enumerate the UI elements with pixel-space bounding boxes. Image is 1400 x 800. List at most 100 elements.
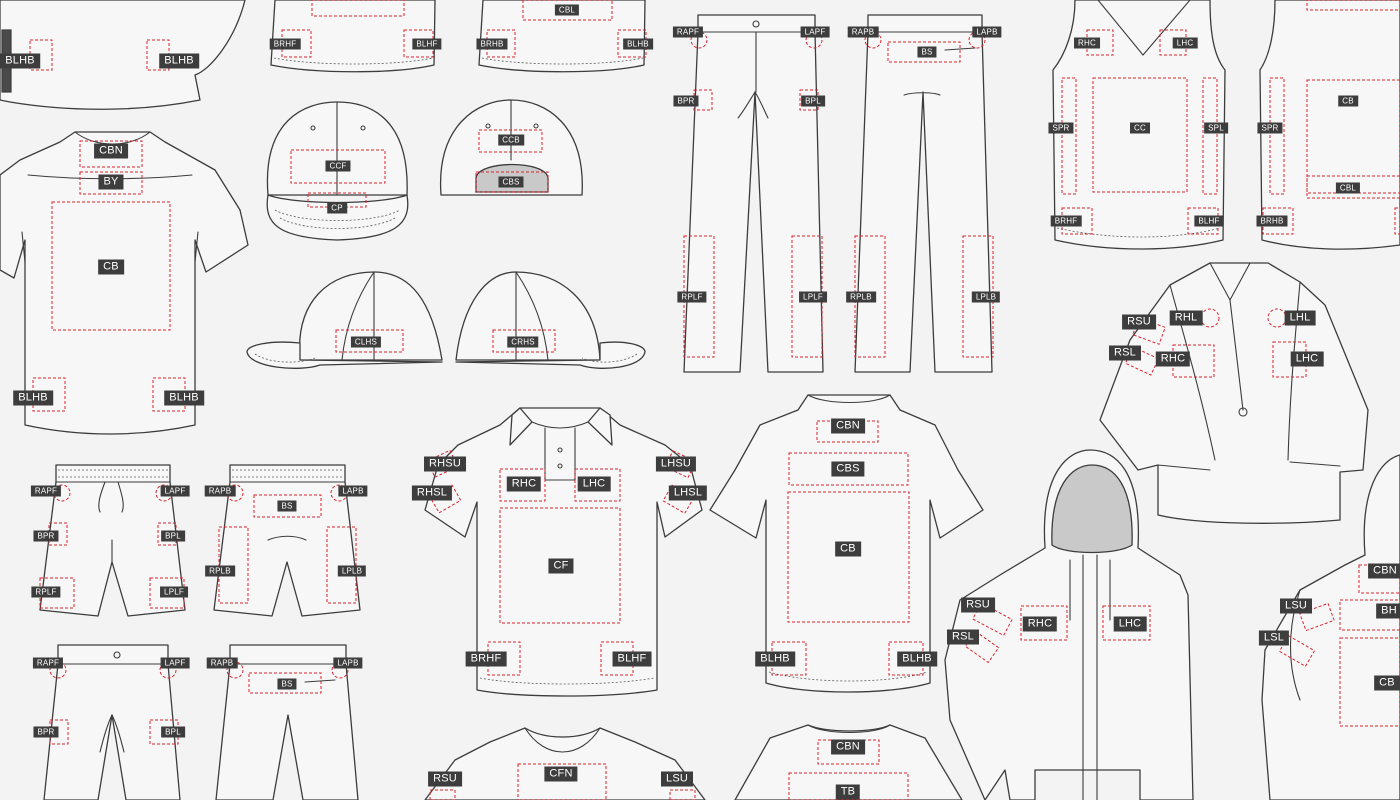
label-rapf: RAPF	[32, 657, 64, 669]
label-rapf: RAPF	[30, 485, 62, 497]
label-lhl: LHL	[1284, 310, 1316, 326]
label-blhb: BLHB	[897, 651, 937, 667]
shorts-front-illustration	[39, 464, 186, 617]
label-rsl: RSL	[947, 629, 979, 645]
label-crhs: CRHS	[507, 336, 539, 348]
cap-front-illustration	[266, 101, 409, 241]
label-rsu: RSU	[1122, 314, 1156, 330]
label-brhb: BRHB	[476, 38, 508, 50]
label-blhb: BLHB	[13, 390, 53, 406]
label-brhb: BRHB	[1256, 215, 1288, 227]
label-blhb: BLHB	[0, 53, 40, 69]
label-blhb: BLHB	[755, 651, 795, 667]
label-blhb: BLHB	[623, 38, 653, 50]
label-lapf: LAPF	[160, 485, 190, 497]
label-cb: CB	[835, 541, 861, 557]
label-brhf: BRHF	[1050, 215, 1082, 227]
tee-front-small-illustration	[424, 727, 706, 800]
label-bh: BH	[1376, 603, 1400, 619]
label-lapb: LAPB	[972, 26, 1002, 38]
label-bs: BS	[277, 678, 297, 690]
pants-front-illustration	[683, 14, 824, 373]
label-spl: SPL	[1204, 122, 1228, 134]
label-bpl: BPL	[161, 726, 185, 738]
label-cbs: CBS	[831, 461, 865, 477]
pants-back-illustration	[854, 14, 994, 373]
label-blhf: BLHF	[412, 38, 442, 50]
label-clhs: CLHS	[350, 336, 382, 348]
label-bs: BS	[917, 46, 937, 58]
cap-side-right-illustration	[455, 271, 646, 369]
label-cbn: CBN	[1368, 563, 1400, 579]
label-rsl: RSL	[1109, 345, 1141, 361]
label-rhc: RHC	[506, 476, 542, 492]
tank-back-illustration	[1259, 0, 1400, 250]
label-cbl: CBL	[1335, 182, 1361, 194]
label-rapf: RAPF	[672, 26, 704, 38]
label-cbn: CBN	[94, 143, 128, 159]
label-rapb: RAPB	[204, 485, 236, 497]
label-rhc: RHC	[1022, 616, 1058, 632]
label-rplf: RPLF	[677, 291, 707, 303]
label-cb: CB	[1338, 95, 1358, 107]
label-rhsl: RHSL	[411, 485, 453, 501]
label-lhc: LHC	[577, 476, 611, 492]
label-bs: BS	[277, 500, 297, 512]
label-rapb: RAPB	[206, 657, 238, 669]
cap-side-left-illustration	[246, 271, 443, 369]
label-lhsu: LHSU	[655, 456, 697, 472]
label-rhc: RHC	[1074, 37, 1100, 49]
label-lapb: LAPB	[333, 657, 363, 669]
label-rhsu: RHSU	[424, 456, 466, 472]
label-by: BY	[98, 174, 124, 190]
cap-back-illustration	[440, 99, 583, 196]
label-bpr: BPR	[673, 95, 699, 107]
label-cp: CP	[327, 202, 347, 214]
label-tb: TB	[835, 784, 861, 800]
label-cbs: CBS	[498, 176, 524, 188]
label-lhsl: LHSL	[668, 485, 708, 501]
label-rhl: RHL	[1169, 310, 1203, 326]
label-rsu: RSU	[961, 597, 995, 613]
pants-small-front-illustration	[43, 644, 181, 800]
label-lhc: LHC	[1172, 37, 1198, 49]
shorts-back-illustration	[213, 464, 361, 617]
label-blhf: BLHF	[1194, 215, 1224, 227]
label-lplb: LPLB	[971, 291, 1001, 303]
label-brhf: BRHF	[269, 38, 301, 50]
label-spr: SPR	[1048, 122, 1074, 134]
blazer-illustration	[1099, 262, 1369, 524]
label-cb: CB	[98, 259, 124, 275]
label-lhc: LHC	[1290, 351, 1324, 367]
label-bpr: BPR	[33, 726, 59, 738]
shirt-back-illustration	[0, 131, 249, 435]
label-lplb: LPLB	[337, 565, 367, 577]
label-lplf: LPLF	[799, 291, 827, 303]
label-rhc: RHC	[1155, 351, 1191, 367]
label-rplb: RPLB	[205, 565, 235, 577]
label-rplb: RPLB	[846, 291, 876, 303]
label-cbn: CBN	[831, 739, 865, 755]
label-lapf: LAPF	[800, 26, 830, 38]
label-lplf: LPLF	[160, 586, 188, 598]
label-bpl: BPL	[161, 530, 185, 542]
label-ccb: CCB	[498, 134, 524, 146]
label-lapf: LAPF	[160, 657, 190, 669]
label-bpr: BPR	[33, 530, 59, 542]
label-cbl: CBL	[554, 4, 580, 16]
label-lhc: LHC	[1113, 616, 1147, 632]
label-lapb: LAPB	[338, 485, 368, 497]
label-rplf: RPLF	[31, 586, 61, 598]
tee-front-bottom-illustration	[270, 0, 436, 73]
label-cc: CC	[1130, 122, 1150, 134]
label-lsu: LSU	[1280, 598, 1312, 614]
label-ccf: CCF	[325, 160, 351, 172]
label-cb: CB	[1374, 675, 1400, 691]
shirt-back-top-illustration	[0, 0, 246, 110]
label-blhf: BLHF	[612, 651, 652, 667]
label-cf: CF	[548, 558, 574, 574]
label-bpl: BPL	[801, 95, 825, 107]
hoodie-illustration	[944, 449, 1194, 800]
